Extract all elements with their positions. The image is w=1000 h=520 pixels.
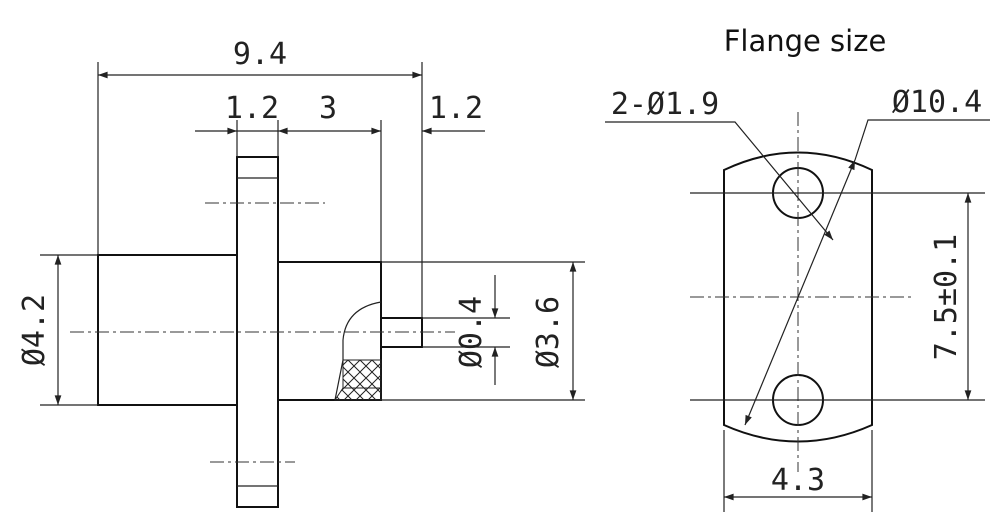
side-view: 9.4 1.2 3 1.2 Ø4.2 Ø0.4 Ø3.6 <box>17 37 585 508</box>
flange-thickness-label: 1.2 <box>225 91 279 126</box>
flange-outline <box>723 151 873 443</box>
flange-diameter-label: Ø10.4 <box>892 85 982 120</box>
section-break <box>334 301 382 401</box>
front-body <box>97 254 238 406</box>
rear-diameter-label: Ø3.6 <box>531 296 566 368</box>
pin-length-label: 1.2 <box>429 91 483 126</box>
body-diameter-label: Ø4.2 <box>17 294 52 366</box>
hatched-section <box>342 359 382 389</box>
flange-size-title: Flange size <box>724 24 887 58</box>
hole-spacing-label: 7.5±0.1 <box>929 234 964 360</box>
overall-length-label: 9.4 <box>233 37 287 72</box>
pin-diameter-label: Ø0.4 <box>454 296 489 368</box>
body-length-label: 3 <box>319 91 337 126</box>
holes-label: 2-Ø1.9 <box>611 87 719 122</box>
flange-view: Flange size 7.5±0.1 4.3 Ø10.4 2-Ø1.9 <box>605 24 990 512</box>
width-label: 4.3 <box>771 463 825 498</box>
hatched-section-lower <box>334 387 382 401</box>
